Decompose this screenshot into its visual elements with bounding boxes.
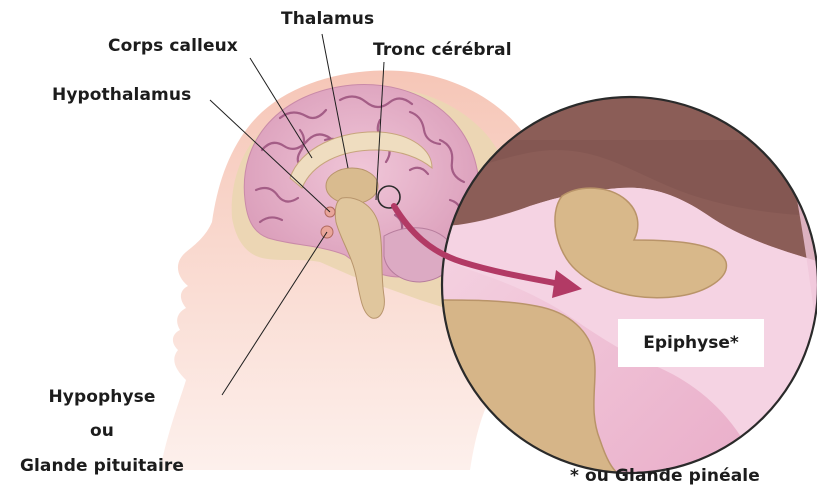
label-ou: ou [0, 421, 204, 441]
label-glande-pituitaire: Glande pituitaire [0, 456, 204, 476]
label-epiphyse: Epiphyse* [618, 319, 764, 367]
label-thalamus: Thalamus [281, 9, 374, 29]
label-tronc-cerebral: Tronc cérébral [373, 40, 512, 60]
label-hypothalamus: Hypothalamus [52, 85, 191, 105]
footnote: * ou Glande pinéale [570, 466, 760, 486]
label-hypophyse: Hypophyse [0, 387, 204, 407]
label-corps-calleux: Corps calleux [108, 36, 238, 56]
